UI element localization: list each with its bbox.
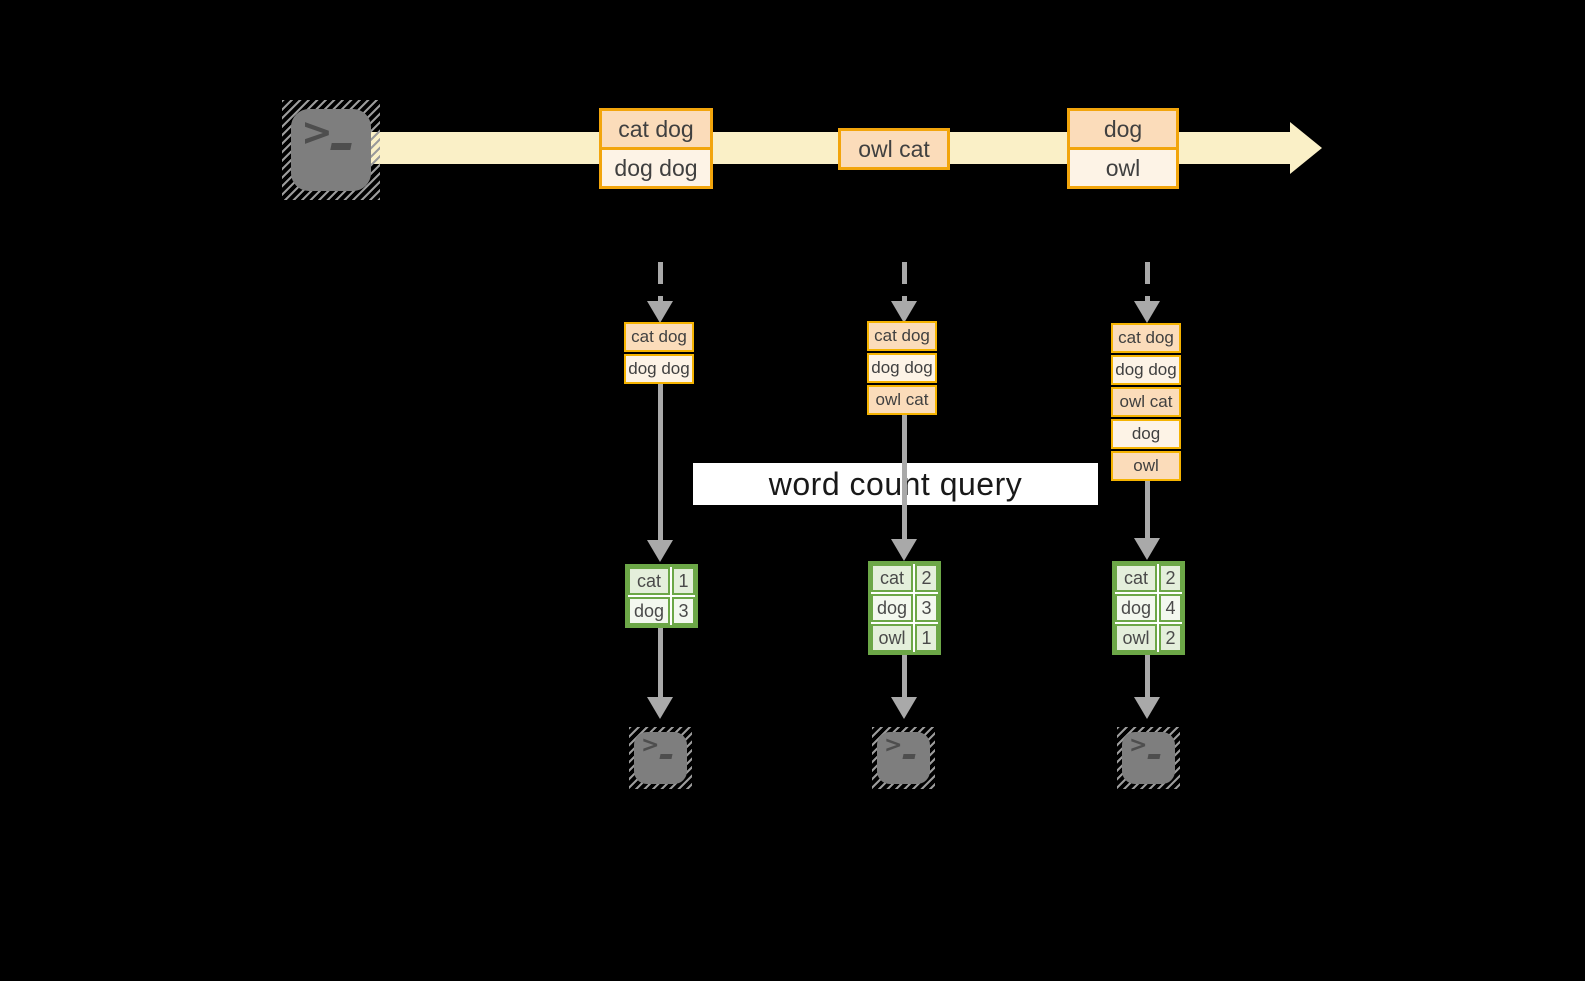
arrow-line xyxy=(1145,655,1150,697)
record-cell: cat dog xyxy=(624,322,694,352)
terminal-prompt-cursor-icon xyxy=(330,143,352,150)
record-cell: dog dog xyxy=(602,147,710,186)
arrow-line xyxy=(658,384,663,540)
buffer-stack-1: cat dog dog dog xyxy=(624,322,694,384)
buffer-stack-2: cat dog dog dog owl cat xyxy=(867,321,937,415)
dashed-arrow-line xyxy=(658,262,663,302)
word-count-table-1: cat 1 dog 3 xyxy=(625,564,698,628)
table-cell-word: cat xyxy=(1115,564,1157,592)
terminal-icon-body: > xyxy=(291,109,371,191)
arrow-line xyxy=(902,415,907,539)
table-cell-word: owl xyxy=(871,624,913,652)
stream-timeline-arrowhead-icon xyxy=(1290,122,1322,174)
record-cell: dog dog xyxy=(624,354,694,384)
table-cell-count: 4 xyxy=(1159,594,1182,622)
event-record-box-3: dog owl xyxy=(1067,108,1179,189)
arrow-line xyxy=(1145,481,1150,538)
table-cell-count: 1 xyxy=(672,567,695,595)
terminal-prompt-chevron-icon: > xyxy=(301,110,333,154)
table-cell-count: 3 xyxy=(672,597,695,625)
dashed-arrow-head-icon xyxy=(647,301,673,323)
dashed-arrow-head-icon xyxy=(1134,301,1160,323)
arrow-head-icon xyxy=(647,697,673,719)
table-cell-word: dog xyxy=(628,597,670,625)
record-cell: owl cat xyxy=(867,385,937,415)
record-cell: cat dog xyxy=(867,321,937,351)
terminal-prompt-cursor-icon xyxy=(659,754,673,759)
record-cell: owl xyxy=(1070,147,1176,186)
output-terminal-icon-1: > xyxy=(629,727,692,789)
table-cell-word: dog xyxy=(871,594,913,622)
terminal-prompt-chevron-icon: > xyxy=(641,733,660,758)
table-cell-count: 3 xyxy=(915,594,938,622)
table-cell-count: 2 xyxy=(1159,564,1182,592)
table-cell-count: 2 xyxy=(1159,624,1182,652)
arrow-head-icon xyxy=(891,539,917,561)
output-terminal-icon-2: > xyxy=(872,727,935,789)
event-record-box-1: cat dog dog dog xyxy=(599,108,713,189)
arrow-head-icon xyxy=(891,697,917,719)
table-cell-word: cat xyxy=(871,564,913,592)
table-cell-word: dog xyxy=(1115,594,1157,622)
arrow-line xyxy=(902,655,907,697)
record-cell: dog dog xyxy=(1111,355,1181,385)
terminal-prompt-cursor-icon xyxy=(902,754,916,759)
event-record-box-2: owl cat xyxy=(838,128,950,170)
arrow-line xyxy=(658,628,663,697)
dashed-arrow-line xyxy=(1145,262,1150,302)
terminal-icon-body: > xyxy=(1122,732,1175,784)
record-cell: owl xyxy=(1111,451,1181,481)
record-cell: cat dog xyxy=(602,111,710,147)
word-count-table-2: cat 2 dog 3 owl 1 xyxy=(868,561,941,655)
arrow-head-icon xyxy=(1134,697,1160,719)
record-cell: dog xyxy=(1111,419,1181,449)
terminal-prompt-chevron-icon: > xyxy=(1129,733,1148,758)
terminal-prompt-chevron-icon: > xyxy=(884,733,903,758)
table-cell-word: owl xyxy=(1115,624,1157,652)
record-cell: owl cat xyxy=(1111,387,1181,417)
terminal-icon-body: > xyxy=(877,732,930,784)
arrow-head-icon xyxy=(1134,538,1160,560)
buffer-stack-3: cat dog dog dog owl cat dog owl xyxy=(1111,323,1181,481)
arrow-head-icon xyxy=(647,540,673,562)
record-cell: owl cat xyxy=(841,131,947,167)
query-banner: word count query xyxy=(693,463,1098,505)
table-cell-count: 2 xyxy=(915,564,938,592)
record-cell: dog dog xyxy=(867,353,937,383)
terminal-icon-body: > xyxy=(634,732,687,784)
source-terminal-icon: > xyxy=(282,100,380,200)
terminal-prompt-cursor-icon xyxy=(1147,754,1161,759)
record-cell: cat dog xyxy=(1111,323,1181,353)
dashed-arrow-line xyxy=(902,262,907,302)
record-cell: dog xyxy=(1070,111,1176,147)
output-terminal-icon-3: > xyxy=(1117,727,1180,789)
table-cell-word: cat xyxy=(628,567,670,595)
dashed-arrow-head-icon xyxy=(891,301,917,323)
word-count-table-3: cat 2 dog 4 owl 2 xyxy=(1112,561,1185,655)
table-cell-count: 1 xyxy=(915,624,938,652)
